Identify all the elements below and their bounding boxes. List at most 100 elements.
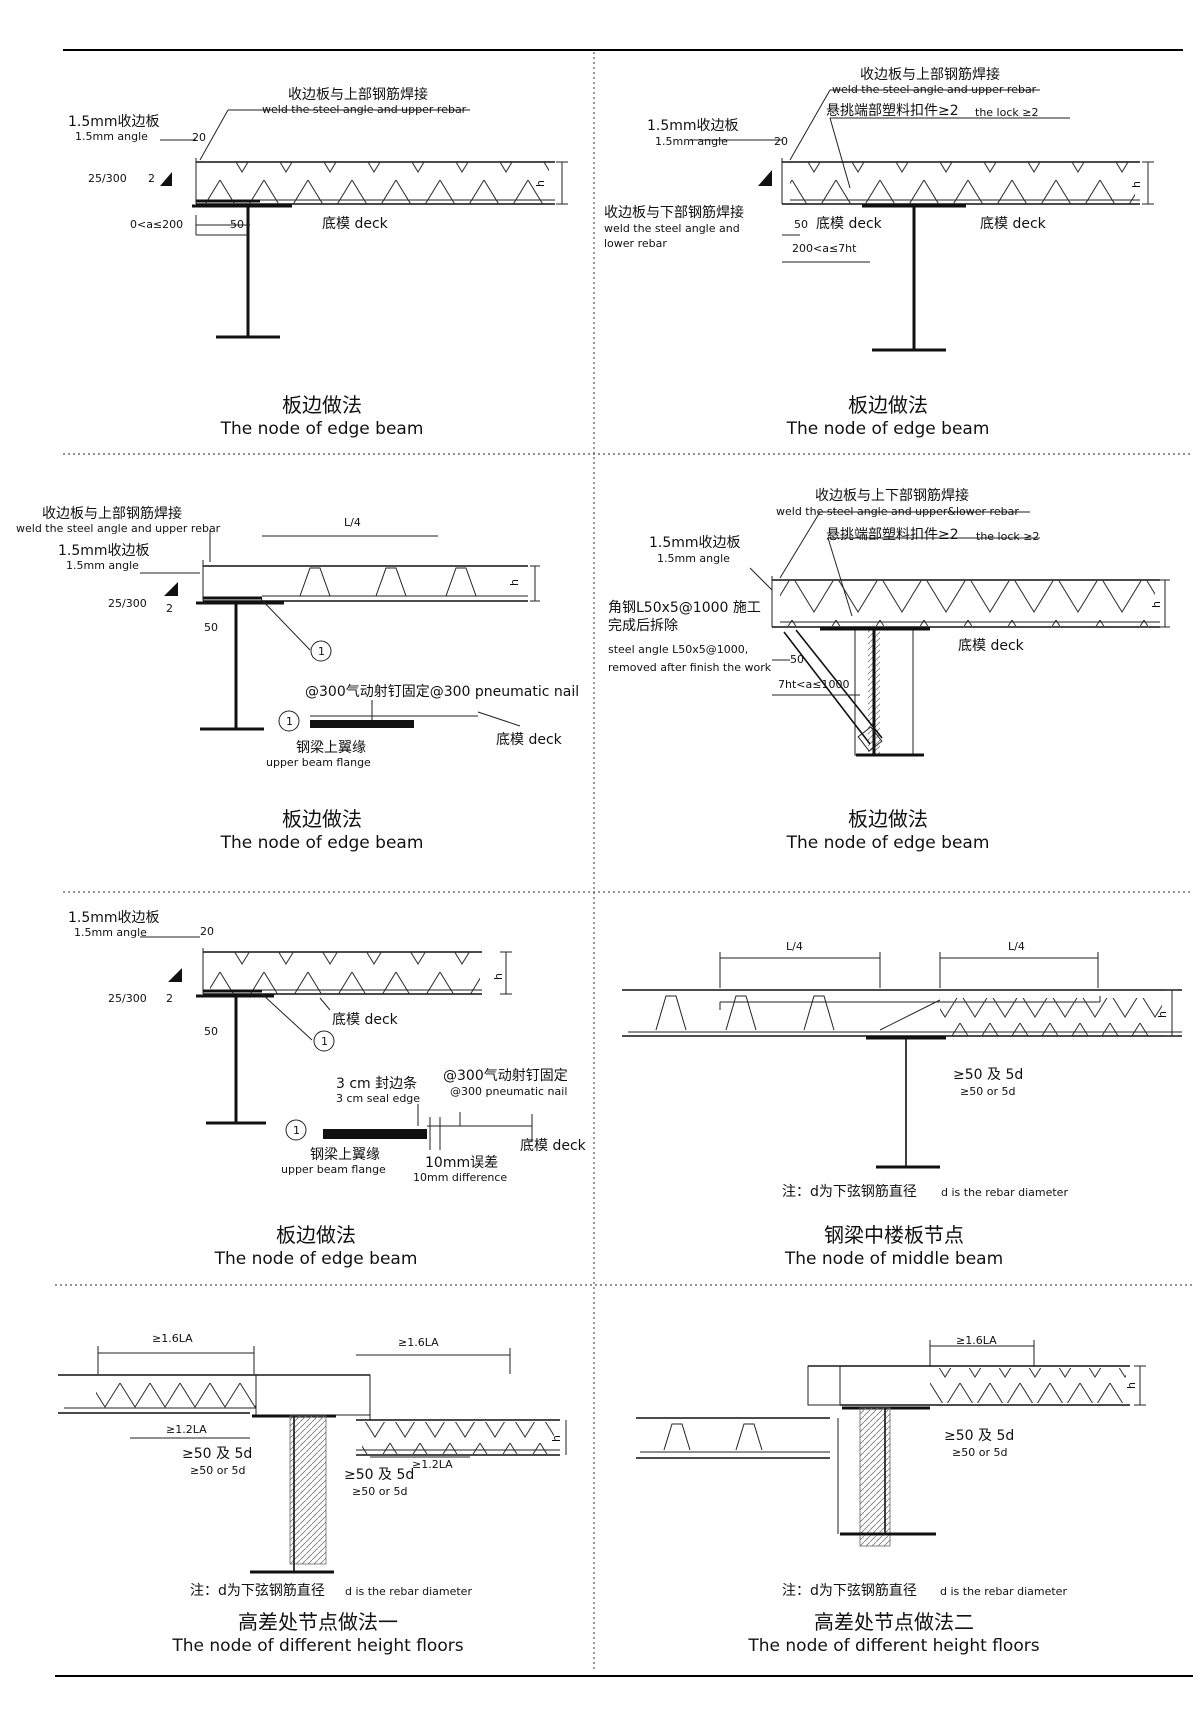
dim-h: h	[534, 180, 547, 187]
lap2-label-en: ≥50 or 5d	[352, 1485, 407, 1498]
caption-cn: 板边做法	[848, 807, 928, 831]
range-label: 200<a≤7ht	[792, 242, 857, 255]
seal-label-en: 3 cm seal edge	[336, 1092, 420, 1105]
dim-50: 50	[794, 218, 808, 231]
lock-label-cn: 悬挑端部塑料扣件≥2	[826, 527, 959, 543]
slab-section	[622, 989, 1182, 1037]
flange-label-en: upper beam flange	[266, 756, 371, 769]
dim-h: h	[1150, 601, 1163, 608]
dimension-lines	[929, 1340, 1146, 1406]
note-label-cn: 注：d为下弦钢筋直径	[190, 1582, 325, 1599]
panel-3: 1 1 收边板与上部钢筋焊接 weld the steel angle and …	[16, 505, 579, 853]
lock-label-cn: 悬挑端部塑料扣件≥2	[826, 103, 959, 119]
deck-label: 底模 deck	[816, 216, 883, 232]
steel-beam	[866, 1036, 946, 1169]
caption-cn: 高差处节点做法一	[238, 1610, 398, 1634]
range-label: 0<a≤200	[130, 218, 183, 231]
dimension-lines	[160, 161, 568, 236]
lock-label-en: the lock ≥2	[975, 106, 1038, 119]
caption-cn: 钢梁中楼板节点	[824, 1223, 964, 1247]
temporary-angle	[783, 629, 883, 752]
callout-circle-1	[310, 640, 332, 662]
dimension-lines	[772, 579, 1170, 696]
caption-en: The node of edge beam	[214, 1249, 418, 1269]
leader-lines	[140, 936, 331, 1041]
steel-beam	[820, 627, 930, 757]
callout-1: 1	[318, 645, 325, 658]
dim-20: 20	[192, 131, 206, 144]
caption-en: The node of edge beam	[786, 833, 990, 853]
angle-label-en: 1.5mm angle	[657, 552, 730, 565]
dimension-lines	[97, 1346, 567, 1458]
panel-5: 1 1 1.5mm收边板 1.5mm angle 20 25/300 2 h 5…	[68, 910, 587, 1269]
angle-label-en: 1.5mm angle	[75, 130, 148, 143]
leader-lines	[690, 89, 1070, 189]
nail-label-en: @300 pneumatic nail	[450, 1085, 567, 1098]
callout-1b: 1	[286, 715, 293, 728]
lap-label-cn: ≥50 及 5d	[944, 1428, 1014, 1444]
caption-cn: 板边做法	[276, 1223, 356, 1247]
caption-en: The node of different height floors	[171, 1636, 463, 1656]
caption-en: The node of middle beam	[784, 1249, 1003, 1269]
steel-beam	[192, 204, 292, 339]
dim-h2: h	[550, 1435, 563, 1442]
leader-lines	[749, 511, 1040, 617]
weld-label-cn: 收边板与上部钢筋焊接	[42, 505, 182, 522]
lap-label-en: ≥50 or 5d	[952, 1446, 1007, 1459]
weld-low-label-cn: 收边板与下部钢筋焊接	[604, 204, 744, 221]
panel-8: ≥1.6LA h ≥50 及 5d ≥50 or 5d 注：d为下弦钢筋直径 d…	[636, 1334, 1146, 1656]
weld-label-en: weld the steel angle and upper&lower reb…	[776, 505, 1019, 518]
lap1-label-en: ≥50 or 5d	[190, 1464, 245, 1477]
steel-label-cn1: 角钢L50x5@1000 施工	[608, 600, 761, 616]
slope-symbol	[160, 172, 172, 186]
dim-20: 20	[200, 925, 214, 938]
panel-1: 收边板与上部钢筋焊接 weld the steel angle and uppe…	[68, 86, 568, 439]
angle-label-cn: 1.5mm收边板	[58, 543, 150, 559]
caption-cn: 板边做法	[282, 807, 362, 831]
angle-label-cn: 1.5mm收边板	[68, 114, 160, 130]
callout-1: 1	[321, 1035, 328, 1048]
deck-label: 底模 deck	[332, 1012, 399, 1028]
dim-la: ≥1.6LA	[956, 1334, 997, 1347]
note-label-cn: 注：d为下弦钢筋直径	[782, 1183, 917, 1200]
slab-section	[771, 576, 1160, 628]
weld-label-en: weld the steel angle and upper rebar	[16, 522, 221, 535]
diff-label-cn: 10mm误差	[425, 1155, 498, 1171]
dimension-lines	[719, 952, 1178, 1037]
slope-ratio: 25/300	[108, 597, 147, 610]
leader-lines	[140, 530, 311, 651]
lap-label-cn: ≥50 及 5d	[953, 1067, 1023, 1083]
slope-symbol	[164, 582, 178, 596]
dim-h: h	[492, 973, 505, 980]
deck-label: 底模 deck	[322, 216, 389, 232]
dimension-lines	[758, 161, 1154, 263]
dim-50: 50	[230, 218, 244, 231]
lap2-label-cn: ≥50 及 5d	[344, 1467, 414, 1483]
slope-2: 2	[166, 602, 173, 615]
slope-symbol	[168, 968, 182, 982]
steel-beam	[196, 994, 274, 1125]
panel-7: ≥1.6LA ≥1.6LA ≥1.2LA ≥1.2LA h ≥50 及 5d ≥…	[58, 1332, 567, 1656]
dim-la-c: ≥1.2LA	[166, 1423, 207, 1436]
weld-label-en: weld the steel angle and upper rebar	[262, 103, 467, 116]
panel-6: L/4 L/4 h ≥50 及 5d ≥50 or 5d 注：d为下弦钢筋直径 …	[622, 940, 1182, 1269]
seal-detail	[323, 1104, 533, 1150]
caption-en: The node of edge beam	[786, 419, 990, 439]
dim-h: h	[508, 579, 521, 586]
callout-circle-1b	[285, 1119, 307, 1141]
caption-cn: 板边做法	[282, 393, 362, 417]
caption-en: The node of edge beam	[220, 833, 424, 853]
deck-label: 底模 deck	[958, 638, 1025, 654]
angle-label-en: 1.5mm angle	[66, 559, 139, 572]
slope-symbol	[758, 170, 772, 186]
seal-label-cn: 3 cm 封边条	[336, 1075, 417, 1092]
steel-beam	[862, 204, 966, 352]
dim-l4: L/4	[344, 516, 361, 529]
diff-label-en: 10mm difference	[413, 1171, 507, 1184]
dimension-lines	[164, 535, 540, 602]
nail-label-cn: @300气动射钉固定	[443, 1068, 568, 1084]
note-label-en: d is the rebar diameter	[940, 1585, 1067, 1598]
deck-label: 底模 deck	[496, 732, 563, 748]
note-label-cn: 注：d为下弦钢筋直径	[782, 1582, 917, 1599]
steel-beam	[250, 1414, 336, 1574]
